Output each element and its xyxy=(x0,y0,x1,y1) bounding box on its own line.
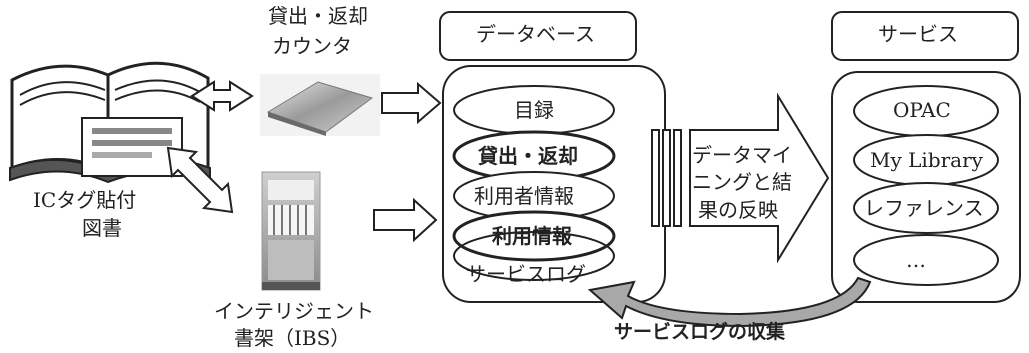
shelf-label-line1: インテリジェント xyxy=(214,299,374,323)
service-item-ellipse xyxy=(853,182,999,234)
service-item-ellipse xyxy=(853,234,999,286)
counter-photo xyxy=(260,74,380,136)
db-item-label: 目録 xyxy=(514,98,554,122)
book-label-line1: ICタグ貼付 xyxy=(33,188,137,212)
book-illustration xyxy=(9,61,211,184)
db-item-label: 利用情報 xyxy=(492,224,572,248)
mining-label-line3: 果の反映 xyxy=(698,198,778,222)
feedback-arrow xyxy=(587,276,872,328)
database-title: データベース xyxy=(476,22,595,46)
service-item-label: OPAC xyxy=(893,98,951,122)
counter-label-line1: 貸出・返却 xyxy=(268,4,368,28)
db-item-label: 貸出・返却 xyxy=(478,144,578,168)
shelf-photo xyxy=(261,171,321,291)
mining-label-line2: ニングと結 xyxy=(692,170,792,194)
database-title-box xyxy=(439,11,637,61)
shelf-label-line2: 書架（IBS） xyxy=(234,326,351,350)
mining-label-line1: データマイ xyxy=(692,143,792,167)
separator-bars xyxy=(651,129,682,227)
services-title: サービス xyxy=(878,22,958,46)
db-item-ellipse xyxy=(452,210,616,262)
services-title-box xyxy=(831,11,1019,61)
counter-label-line2: カウンタ xyxy=(272,34,352,58)
service-item-label: My Library xyxy=(870,148,983,172)
db-item-label: 利用者情報 xyxy=(474,184,574,208)
counter-db-arrow xyxy=(381,81,442,125)
feedback-label: サービスログの収集 xyxy=(614,321,786,343)
service-item-label: … xyxy=(906,248,926,272)
db-item-ellipse xyxy=(453,231,615,281)
service-item-label: レファレンス xyxy=(864,196,984,220)
book-label-line2: 図書 xyxy=(82,216,122,240)
shelf-db-arrow xyxy=(373,197,438,243)
mining-arrow xyxy=(689,92,830,264)
ic-tag-label xyxy=(81,117,183,177)
book-shelf-double-arrow xyxy=(166,146,234,214)
db-item-label: サービスログ xyxy=(466,262,586,286)
book-counter-double-arrow xyxy=(190,80,254,112)
